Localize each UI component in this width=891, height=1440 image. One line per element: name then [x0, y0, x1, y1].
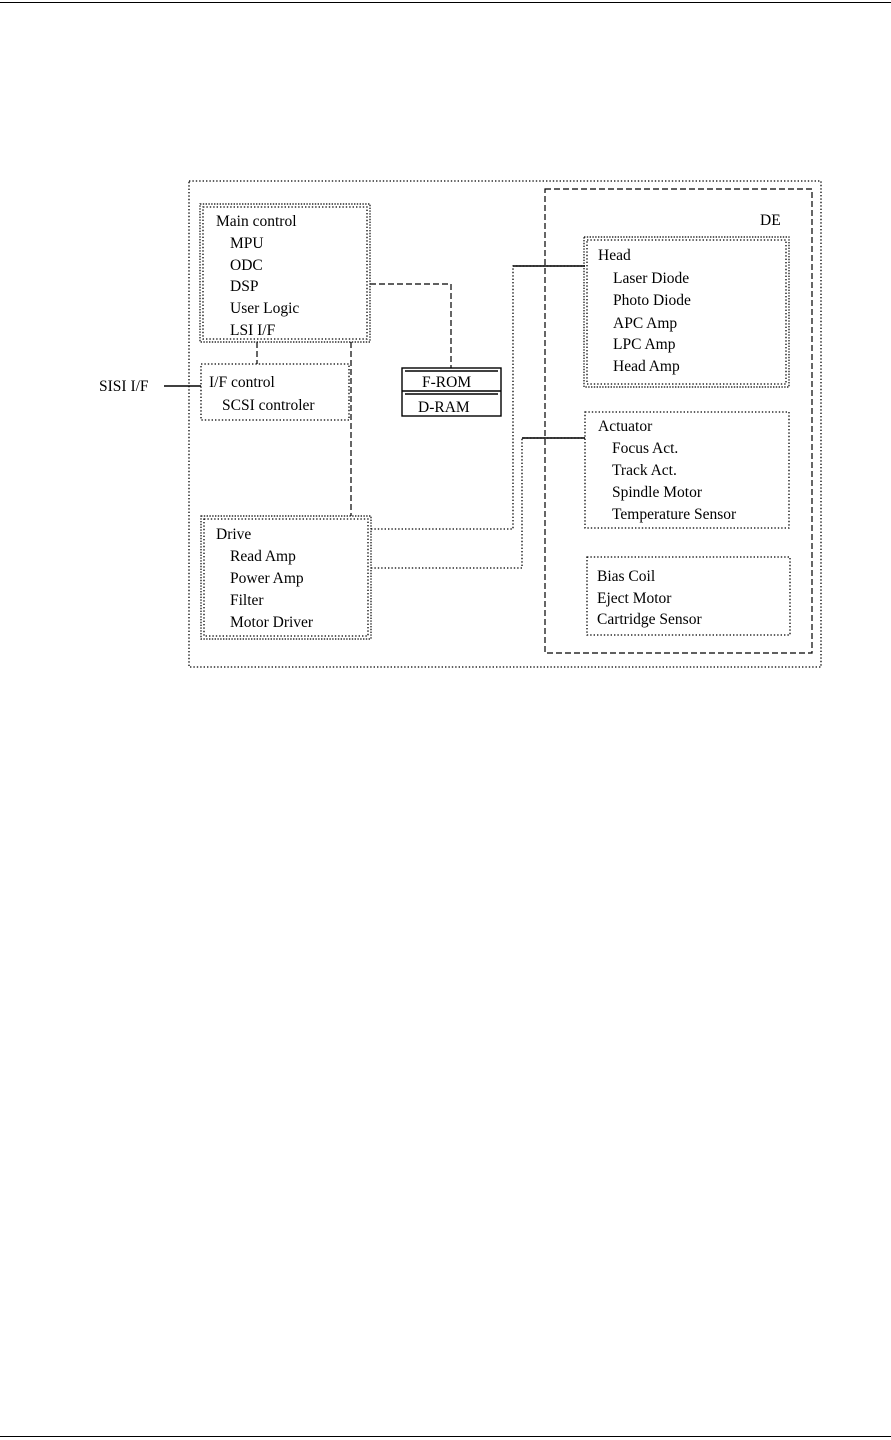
- external-interface-label: SISI I/F: [99, 378, 149, 395]
- misc-item-bias-coil: Bias Coil: [597, 568, 655, 585]
- drive-item-filter: Filter: [230, 592, 264, 609]
- misc-item-eject-motor: Eject Motor: [597, 590, 672, 607]
- misc-components-block: Bias Coil Eject Motor Cartridge Sensor: [586, 556, 791, 636]
- actuator-item-focus-act: Focus Act.: [612, 440, 678, 457]
- actuator-item-temperature-sensor: Temperature Sensor: [612, 506, 737, 523]
- if-control-block: I/F control SCSI controler: [200, 363, 350, 421]
- drive-item-power-amp: Power Amp: [230, 570, 304, 587]
- drive-to-head-link: [371, 265, 585, 530]
- head-item-laser-diode: Laser Diode: [613, 270, 689, 287]
- drive-title: Drive: [216, 526, 251, 543]
- main-to-memory-link: [370, 283, 452, 368]
- drive-item-motor-driver: Motor Driver: [230, 614, 314, 631]
- main-control-item-lsi-if: LSI I/F: [230, 322, 276, 339]
- head-title: Head: [598, 247, 631, 264]
- actuator-title: Actuator: [598, 418, 653, 435]
- main-control-item-mpu: MPU: [230, 235, 264, 252]
- main-control-block: Main control MPU ODC DSP User Logic LSI …: [199, 203, 371, 343]
- actuator-block: Actuator Focus Act. Track Act. Spindle M…: [584, 411, 790, 529]
- actuator-item-track-act: Track Act.: [612, 462, 677, 479]
- drive-item-read-amp: Read Amp: [230, 548, 296, 565]
- head-block: Head Laser Diode Photo Diode APC Amp LPC…: [583, 236, 790, 388]
- head-item-apc-amp: APC Amp: [613, 315, 677, 332]
- if-control-title: I/F control: [209, 374, 275, 391]
- misc-item-cartridge-sensor: Cartridge Sensor: [597, 611, 702, 628]
- system-boundary: [188, 180, 822, 668]
- de-label: DE: [760, 212, 781, 229]
- drive-block: Drive Read Amp Power Amp Filter Motor Dr…: [200, 515, 372, 640]
- head-item-head-amp: Head Amp: [613, 358, 680, 375]
- de-boundary: [544, 188, 813, 654]
- memory-item-d-ram: D-RAM: [418, 399, 470, 416]
- page-bottom-rule: [0, 1436, 891, 1437]
- memory-block: F-ROM D-RAM: [401, 367, 502, 417]
- page-top-rule: [0, 2, 891, 3]
- if-control-item-scsi: SCSI controler: [222, 397, 315, 414]
- main-control-item-user-logic: User Logic: [230, 300, 299, 317]
- head-item-lpc-amp: LPC Amp: [613, 336, 676, 353]
- actuator-item-spindle-motor: Spindle Motor: [612, 484, 703, 501]
- memory-item-f-rom: F-ROM: [422, 374, 471, 391]
- main-control-title: Main control: [216, 213, 297, 230]
- drive-to-actuator-link: [371, 437, 585, 569]
- main-control-item-odc: ODC: [230, 257, 263, 274]
- head-item-photo-diode: Photo Diode: [613, 292, 691, 309]
- main-control-item-dsp: DSP: [230, 278, 258, 295]
